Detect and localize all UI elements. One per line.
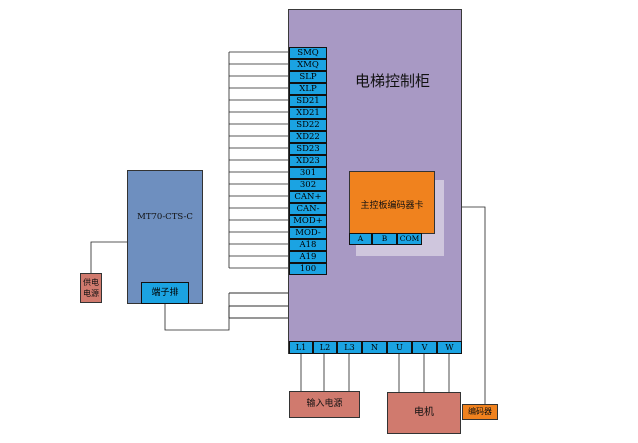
- terminal-mod-plus[interactable]: MOD+: [289, 215, 327, 227]
- terminal-xlp[interactable]: XLP: [289, 83, 327, 95]
- input-power-box: 输入电源: [289, 391, 360, 418]
- terminal-v[interactable]: V: [412, 341, 437, 354]
- terminal-l2[interactable]: L2: [313, 341, 337, 354]
- terminal-smq[interactable]: SMQ: [289, 47, 327, 59]
- terminal-w[interactable]: W: [437, 341, 462, 354]
- motor-box: 电机: [387, 392, 461, 434]
- cabinet-title: 电梯控制柜: [355, 72, 431, 90]
- terminal-can-plus[interactable]: CAN+: [289, 191, 327, 203]
- encoder-terminal-a[interactable]: A: [349, 233, 372, 245]
- motor-wires: [398, 354, 450, 392]
- cabinet-terminal-wires: [228, 51, 289, 319]
- terminal-slp[interactable]: SLP: [289, 71, 327, 83]
- terminal-u[interactable]: U: [387, 341, 412, 354]
- terminal-xd22[interactable]: XD22: [289, 131, 327, 143]
- terminal-xmq[interactable]: XMQ: [289, 59, 327, 71]
- terminal-l3[interactable]: L3: [337, 341, 362, 354]
- terminal-a18[interactable]: A18: [289, 239, 327, 251]
- terminal-sd23[interactable]: SD23: [289, 143, 327, 155]
- terminal-a19[interactable]: A19: [289, 251, 327, 263]
- encoder-card-label: 主控板编码器卡: [360, 201, 424, 211]
- encoder-terminal-com[interactable]: COM: [397, 233, 422, 245]
- terminal-xd21[interactable]: XD21: [289, 107, 327, 119]
- terminal-can-minus[interactable]: CAN-: [289, 203, 327, 215]
- supply-wire: [90, 241, 127, 273]
- encoder-box: 编码器: [462, 404, 498, 420]
- terminal-strip[interactable]: 端子排: [141, 282, 189, 304]
- power-supply-box: 供电电源: [80, 273, 102, 303]
- mt70-controller: [127, 170, 203, 304]
- terminal-n[interactable]: N: [362, 341, 387, 354]
- terminal-l1[interactable]: L1: [289, 341, 313, 354]
- terminal-sd22[interactable]: SD22: [289, 119, 327, 131]
- terminal-xd23[interactable]: XD23: [289, 155, 327, 167]
- terminal-302[interactable]: 302: [289, 179, 327, 191]
- terminal-100[interactable]: 100: [289, 263, 327, 275]
- strip-to-cabinet-wire: [164, 304, 230, 331]
- input-power-wires: [300, 354, 350, 391]
- main-board-encoder-card: [349, 171, 435, 234]
- controller-label: MT70-CTS-C: [137, 212, 193, 222]
- terminal-301[interactable]: 301: [289, 167, 327, 179]
- terminal-mod-minus[interactable]: MOD-: [289, 227, 327, 239]
- terminal-sd21[interactable]: SD21: [289, 95, 327, 107]
- encoder-terminal-b[interactable]: B: [372, 233, 397, 245]
